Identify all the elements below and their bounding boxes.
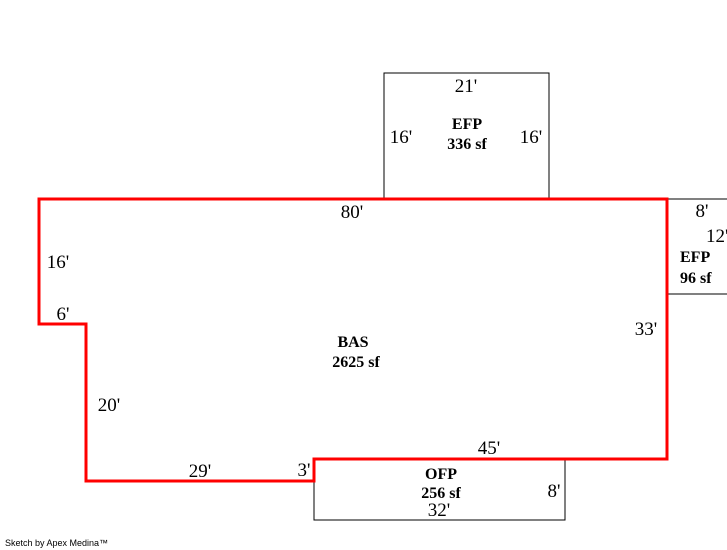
efp-top-left-depth-label: 16': [390, 127, 412, 148]
bas-outline: [37, 197, 669, 483]
efp-top-right-depth-label: 16': [520, 127, 542, 148]
efp-right-section: 8' 12' EFP 96 sf: [667, 198, 727, 295]
ofp-section: OFP 256 sf 32' 8': [313, 458, 566, 521]
efp-right-area: 96 sf: [680, 270, 712, 287]
efp-top-area: 336 sf: [447, 136, 487, 153]
sketch-credit: Sketch by Apex Medina™: [5, 538, 108, 548]
bas-bottom-step-label: 3': [298, 460, 311, 481]
efp-top-width-label: 21': [455, 76, 477, 97]
ofp-depth-label: 8': [548, 481, 561, 502]
bas-left-lower-label: 20': [98, 395, 120, 416]
ofp-area: 256 sf: [421, 485, 461, 502]
bas-code: BAS: [337, 334, 368, 351]
ofp-width-label: 32': [428, 500, 450, 521]
bas-left-step-label: 6': [57, 304, 70, 325]
efp-top-code: EFP: [452, 116, 482, 133]
bas-left-upper-label: 16': [47, 252, 69, 273]
efp-top-outline: [383, 72, 550, 199]
efp-right-depth-label: 12': [706, 226, 727, 247]
efp-top-section: 21' 16' 16' EFP 336 sf: [383, 72, 550, 199]
bas-right-depth-label: 33': [635, 319, 657, 340]
efp-right-code: EFP: [680, 249, 710, 266]
ofp-code: OFP: [425, 466, 457, 483]
bas-section: 80' 16' 6' 20' 29' 3' 45' 33' BAS 2625 s…: [37, 197, 669, 483]
bas-top-width-label: 80': [341, 202, 363, 223]
bas-area: 2625 sf: [332, 354, 380, 371]
efp-right-width-label: 8': [696, 201, 709, 222]
bas-bottom-left-label: 29': [189, 461, 211, 482]
bas-bottom-right-label: 45': [478, 438, 500, 459]
